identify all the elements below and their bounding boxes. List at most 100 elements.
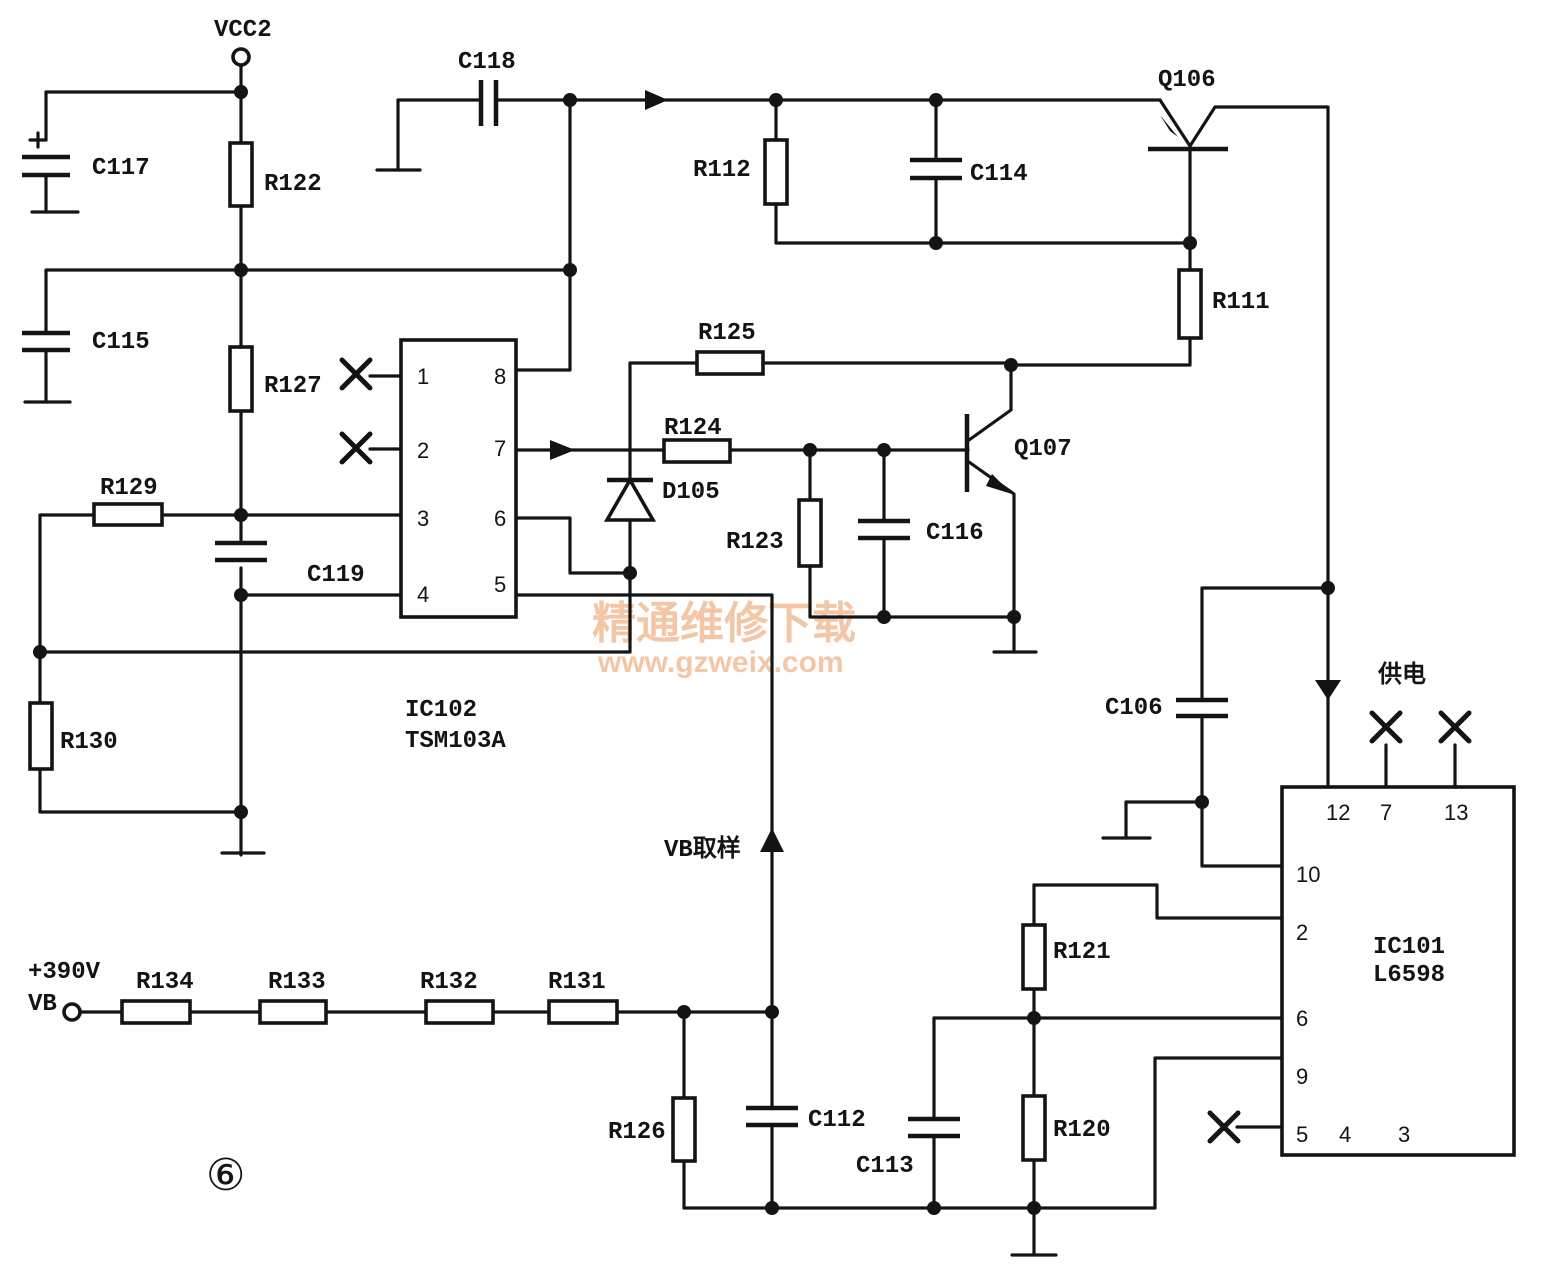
label-supply: 供电 (1377, 661, 1426, 690)
label-vb-sample: VB取样 (664, 834, 741, 864)
vb-terminal[interactable] (62, 1002, 82, 1022)
ic101-pin-5: 5 (1296, 1122, 1308, 1147)
ic101-pin-3: 3 (1398, 1122, 1410, 1147)
ic102-body (399, 338, 518, 619)
label-r120: R120 (1053, 1117, 1111, 1144)
ic101-pin-13: 13 (1444, 800, 1468, 825)
r125-wiring (628, 361, 1013, 482)
diode-d105 (603, 476, 657, 582)
nc-mark-pin5 (1207, 1110, 1241, 1144)
resistor-r129 (92, 502, 164, 527)
resistor-r112 (763, 138, 789, 206)
junction-dots (33, 85, 1335, 1215)
label-hv-name: VB (28, 991, 57, 1018)
resistor-r121 (1021, 923, 1047, 991)
capacitor-c112 (746, 1105, 798, 1210)
r129-r130-network (38, 513, 632, 814)
label-r124: R124 (664, 415, 722, 442)
label-c115: C115 (92, 329, 150, 356)
vb-sample-arrow (760, 828, 784, 852)
resistor-r133 (258, 999, 328, 1025)
label-c112: C112 (808, 1107, 866, 1134)
capacitor-c113 (908, 1116, 960, 1139)
nc-mark-pin13 (1438, 710, 1472, 744)
label-r129: R129 (100, 475, 158, 502)
ic101-pin-7: 7 (1380, 800, 1392, 825)
ic102-pin-2: 2 (417, 438, 429, 463)
label-hv-value: +390V (28, 959, 101, 986)
ic101-pin-6: 6 (1296, 1006, 1308, 1031)
label-r132: R132 (420, 969, 478, 996)
nc-mark-pin7 (1369, 710, 1403, 744)
resistor-r132 (424, 999, 495, 1025)
label-r123: R123 (726, 529, 784, 556)
label-c118: C118 (458, 49, 516, 76)
label-c117: C117 (92, 155, 150, 182)
label-c119: C119 (307, 562, 365, 589)
resistor-r111 (1177, 268, 1203, 340)
ic102-pin-8: 8 (494, 364, 506, 389)
capacitor-c117 (22, 131, 80, 214)
label-ic102-ref: IC102 (405, 697, 477, 724)
transistor-q107 (964, 363, 1016, 619)
resistor-r122 (228, 141, 254, 208)
label-r111: R111 (1212, 289, 1270, 316)
label-c114: C114 (970, 161, 1028, 188)
label-r125: R125 (698, 320, 756, 347)
resistor-r130 (28, 701, 54, 771)
ic101-body (1280, 785, 1516, 1157)
watermark-url: www.gzweix.com (597, 646, 844, 679)
watermark-text: 精通维修下载 (592, 598, 856, 649)
resistor-r131 (547, 999, 619, 1025)
label-c106: C106 (1105, 695, 1163, 722)
label-r134: R134 (136, 969, 194, 996)
label-d105: D105 (662, 479, 720, 506)
label-vcc2: VCC2 (214, 17, 272, 44)
label-r130: R130 (60, 729, 118, 756)
ic101-pin-2: 2 (1296, 920, 1308, 945)
resistor-r134 (120, 999, 192, 1025)
label-ic102-part: TSM103A (405, 728, 506, 755)
ic102-pin-6: 6 (494, 506, 506, 531)
ic101-wiring (682, 578, 1457, 1257)
resistor-r125 (695, 350, 765, 376)
ic102-pin-3: 3 (417, 506, 429, 531)
ic101-pin-4: 4 (1339, 1122, 1351, 1147)
resistor-r124 (662, 438, 732, 464)
ic102-pin-4: 4 (417, 582, 429, 607)
label-q106: Q106 (1158, 67, 1216, 94)
ic102-pin-1: 1 (417, 364, 429, 389)
nc-mark-pin2 (339, 431, 373, 465)
ic101-pin-10: 10 (1296, 862, 1320, 887)
label-ic101-part: L6598 (1373, 962, 1445, 989)
label-r126: R126 (608, 1119, 666, 1146)
r112-c114-wiring (774, 98, 1192, 245)
label-r122: R122 (264, 171, 322, 198)
capacitor-c115 (22, 330, 72, 404)
ic102-pin-7: 7 (494, 436, 506, 461)
label-r133: R133 (268, 969, 326, 996)
transistor-q106 (1148, 98, 1330, 582)
nc-mark-pin1 (339, 357, 373, 391)
r111-wire (1009, 336, 1192, 367)
signal-arrow-c118 (645, 90, 668, 110)
ic102-pin-5: 5 (494, 572, 506, 597)
label-r131: R131 (548, 969, 606, 996)
capacitor-c119 (215, 540, 267, 563)
label-c113: C113 (856, 1153, 914, 1180)
label-r121: R121 (1053, 939, 1111, 966)
ic102-pin-wires (368, 98, 774, 1014)
resistor-r120 (1021, 1094, 1047, 1162)
label-ic101-ref: IC101 (1373, 934, 1445, 961)
resistor-r123 (797, 498, 823, 568)
supply-arrow-pin12 (1315, 680, 1341, 700)
ic101-pin-12: 12 (1326, 800, 1350, 825)
ic101-pin-9: 9 (1296, 1064, 1308, 1089)
hv-chain-wire (78, 1010, 774, 1110)
figure-number: ⑥ (206, 1150, 245, 1201)
resistor-r126 (671, 1096, 697, 1163)
label-r127: R127 (264, 373, 322, 400)
resistor-r127 (228, 345, 254, 413)
label-r112: R112 (693, 157, 751, 184)
